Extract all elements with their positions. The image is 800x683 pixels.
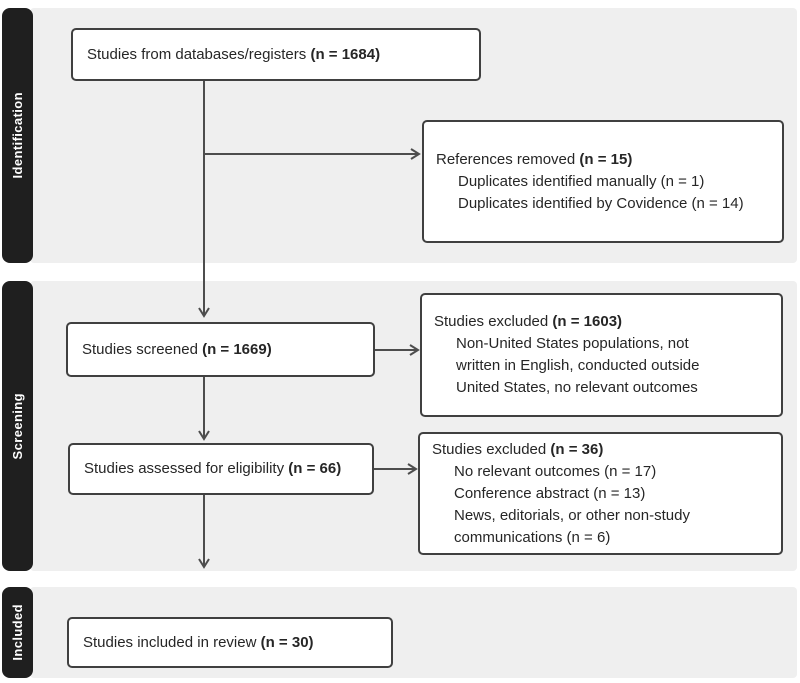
detail-news-editorials: News, editorials, or other non-study: [454, 506, 690, 524]
detail-excluded-screening-line3: United States, no relevant outcomes: [456, 379, 698, 396]
box-excluded-eligibility-title: Studies excluded (n = 36): [432, 440, 604, 458]
detail-no-relevant-outcomes: No relevant outcomes (n = 17): [454, 462, 657, 480]
section-tab-screening: Screening: [2, 281, 33, 571]
section-tab-identification: Identification: [2, 8, 33, 263]
box-studies-included: Studies included in review (n = 30): [67, 617, 393, 668]
box-studies-from-databases: Studies from databases/registers (n = 16…: [71, 28, 481, 81]
detail-conference-abstract: Conference abstract (n = 13): [454, 484, 646, 502]
section-label-identification: Identification: [10, 92, 25, 179]
box-references-removed: References removed (n = 15) Duplicates i…: [422, 120, 784, 243]
box-excluded-screening: Studies excluded (n = 1603) Non-United S…: [420, 293, 783, 417]
detail-excluded-screening-line2: written in English, conducted outside: [456, 357, 700, 374]
box-studies-assessed: Studies assessed for eligibility (n = 66…: [68, 443, 374, 495]
box-excluded-screening-title: Studies excluded (n = 1603): [434, 313, 623, 330]
detail-duplicates-covidence: Duplicates identified by Covidence (n = …: [458, 194, 744, 212]
box-studies-screened: Studies screened (n = 1669): [66, 322, 375, 377]
box-studies-screened-text: Studies screened (n = 1669): [82, 340, 272, 358]
box-studies-assessed-text: Studies assessed for eligibility (n = 66…: [84, 460, 342, 477]
section-label-included: Included: [10, 604, 25, 661]
section-tab-included: Included: [2, 587, 33, 678]
detail-duplicates-manual: Duplicates identified manually (n = 1): [458, 172, 705, 190]
box-excluded-eligibility: Studies excluded (n = 36) No relevant ou…: [418, 432, 783, 555]
box-studies-included-text: Studies included in review (n = 30): [83, 633, 314, 651]
box-studies-from-databases-text: Studies from databases/registers (n = 16…: [87, 45, 381, 63]
detail-communications: communications (n = 6): [454, 528, 611, 546]
detail-excluded-screening-line1: Non-United States populations, not: [456, 335, 689, 352]
box-references-removed-title: References removed (n = 15): [436, 150, 633, 168]
section-label-screening: Screening: [10, 392, 25, 460]
